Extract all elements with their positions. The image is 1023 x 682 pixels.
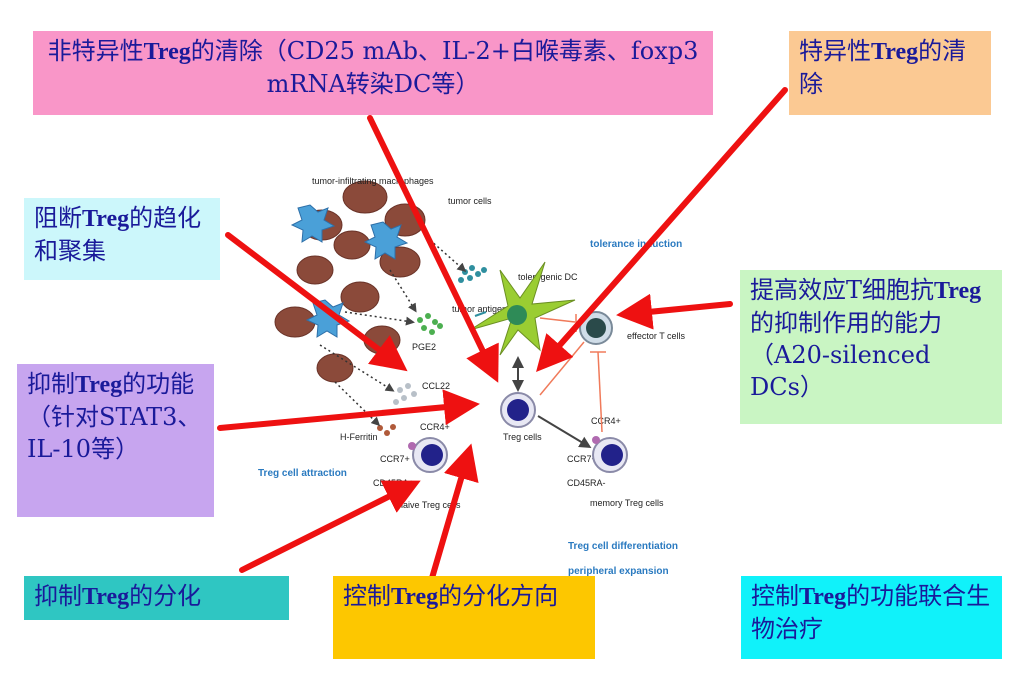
label-treg-attraction: Treg cell attraction	[258, 468, 347, 479]
label-ccl22: CCL22	[422, 381, 450, 391]
label-treg-cells: Treg cells	[503, 432, 542, 442]
label-pge2: PGE2	[412, 342, 436, 352]
tolerogenic-dc	[469, 261, 576, 356]
label-tumor-cells: tumor cells	[448, 196, 492, 206]
label-cd45ra-mem: CD45RA-	[567, 478, 606, 488]
box-control-differentiation: 控制Treg的分化方向	[333, 576, 595, 659]
label-effector-t: effector T cells	[627, 331, 686, 341]
label-tumor-antigen: tumor antigen	[452, 304, 507, 314]
box-control-function-biotherapy: 控制Treg的功能联合生物治疗	[741, 576, 1002, 659]
box-block-chemotaxis: 阻断Treg的趋化和聚集	[24, 198, 220, 280]
label-ccr7: CCR7+	[380, 454, 410, 464]
label-memory-treg: memory Treg cells	[590, 498, 664, 508]
memory-treg-cell	[592, 436, 628, 473]
label-naive-treg: naive Treg cells	[398, 500, 461, 510]
label-tumor-macrophages: tumor-infiltrating macrophages	[312, 176, 434, 186]
label-h-ferritin: H-Ferritin	[340, 432, 378, 442]
label-tolerogenic-dc: tolerogenic DC	[518, 272, 578, 282]
box-inhibit-function: 抑制Treg的功能（针对STAT3、IL-10等）	[17, 364, 214, 517]
red-arrows	[217, 87, 788, 581]
label-treg-differentiation: Treg cell differentiation	[568, 541, 678, 552]
label-ccr4-mem: CCR4+	[591, 416, 621, 426]
box-specific-clearance: 特异性Treg的清除	[789, 31, 991, 115]
box-nonspecific-clearance: 非特异性Treg的清除（CD25 mAb、IL-2+白喉毒素、foxp3 mRN…	[33, 31, 713, 115]
effector-t-cell	[579, 311, 613, 345]
tumor-cells-cluster	[274, 180, 426, 383]
naive-treg-cell	[408, 437, 448, 473]
label-ccr4: CCR4+	[420, 422, 450, 432]
h-ferritin-dots	[377, 424, 396, 436]
label-tolerance-induction: tolerance induction	[590, 239, 682, 250]
tumor-antigen-dots	[458, 265, 487, 283]
ccl22-dots	[393, 383, 417, 405]
treg-cell-center	[500, 392, 536, 428]
label-peripheral-expansion: peripheral expansion	[568, 566, 669, 577]
box-enhance-effector: 提高效应T细胞抗Treg的抑制作用的能力（A20-silenced DCs）	[740, 270, 1002, 424]
label-ccr7-mem: CCR7+/-	[567, 454, 602, 464]
cell-arrows	[474, 311, 592, 449]
macrophages	[290, 204, 409, 338]
box-inhibit-differentiation: 抑制Treg的分化	[24, 576, 289, 620]
pge2-dots	[417, 313, 443, 335]
